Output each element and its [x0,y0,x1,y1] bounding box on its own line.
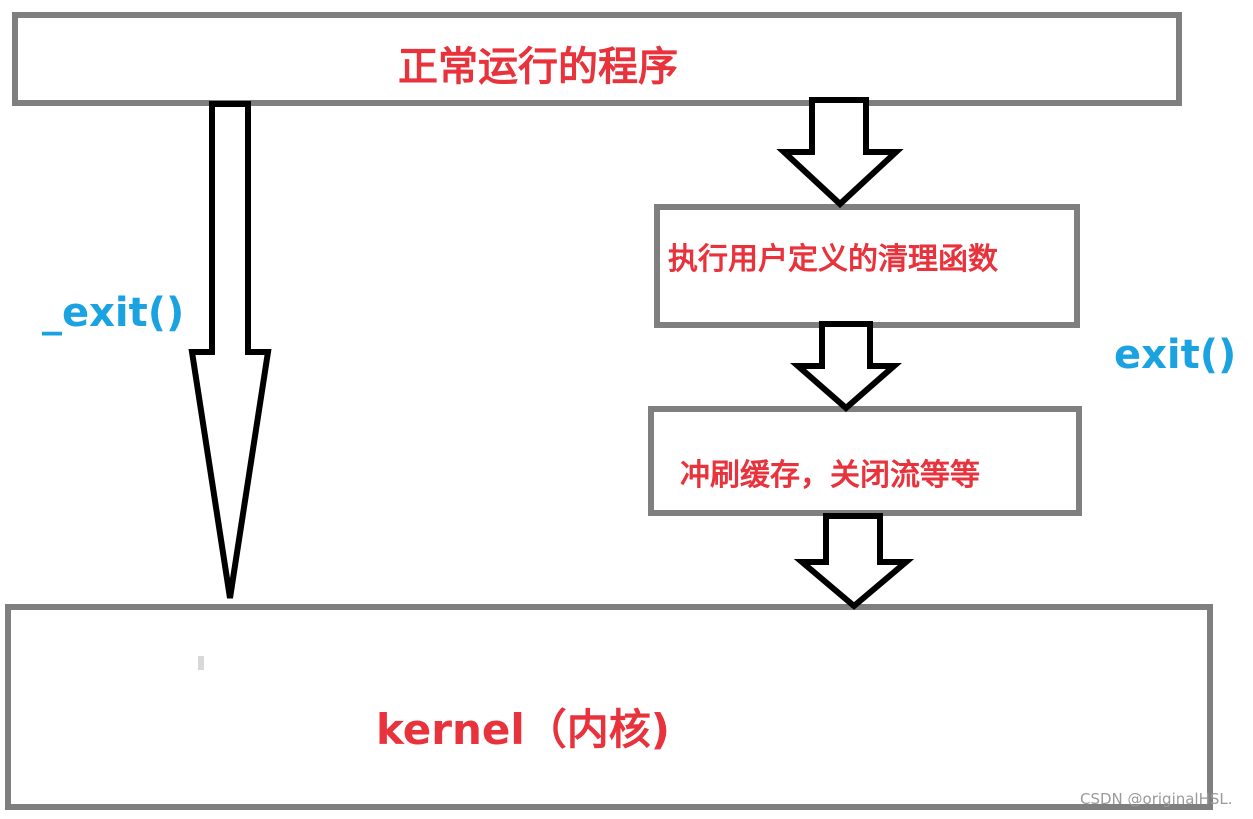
running-program-label: 正常运行的程序 [398,44,678,90]
kernel-box [5,604,1213,810]
underscore-exit-label: _exit() [42,290,185,336]
arrow-to-kernel [793,513,915,610]
cleanup-functions-box [654,204,1080,328]
running-program-box [12,12,1182,106]
arrow-to-flush [790,321,902,412]
exit-direct-arrow [188,101,272,599]
cleanup-functions-label: 执行用户定义的清理函数 [668,242,998,277]
flush-buffers-label: 冲刷缓存，关闭流等等 [680,458,980,493]
arrow-to-cleanup [776,97,904,209]
small-artifact-mark [198,656,204,670]
watermark: CSDN @originalHSL. [1080,790,1233,808]
kernel-label: kernel（内核) [376,705,670,754]
exit-label: exit() [1114,332,1237,378]
